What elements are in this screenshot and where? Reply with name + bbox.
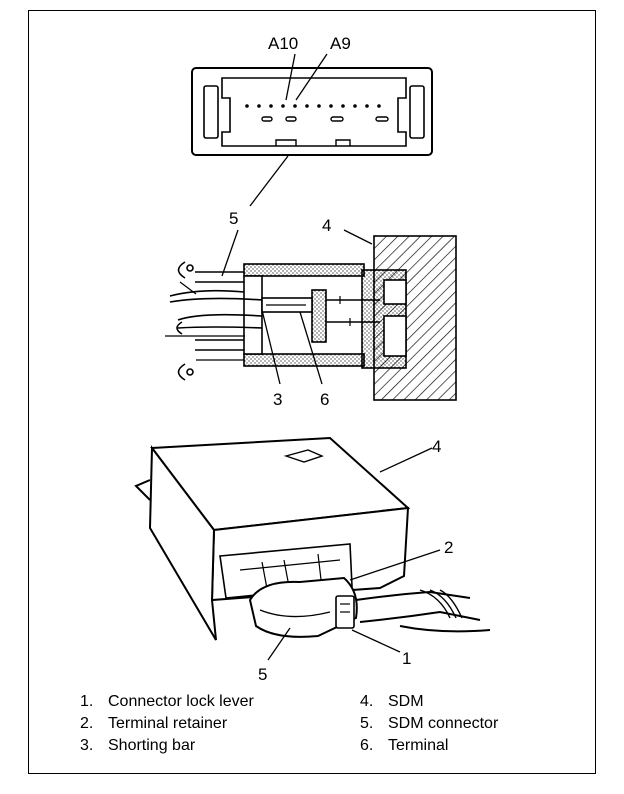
callout-shorting-bar: 3: [273, 390, 282, 409]
pin-label-a9: A9: [330, 34, 351, 53]
pin-row: [245, 104, 381, 108]
legend-item-4: 4.SDM: [360, 693, 424, 710]
callout-terminal: 6: [320, 390, 329, 409]
callout-lock-lever: 1: [402, 649, 411, 668]
legend-item-6: 6.Terminal: [360, 737, 449, 754]
cross-section-view: [165, 229, 457, 401]
callout-sdm-section: 4: [322, 216, 331, 235]
callout-terminal-retainer: 2: [444, 538, 453, 557]
pin-label-a10: A10: [268, 34, 298, 53]
callout-sdm-module: 4: [432, 437, 441, 456]
sdm-module-view: [134, 436, 491, 661]
figure-frame: [28, 10, 596, 774]
legend-item-2: 2.Terminal retainer: [80, 715, 228, 732]
legend: 1.Connector lock lever 2.Terminal retain…: [80, 692, 540, 766]
legend-item-5: 5.SDM connector: [360, 715, 499, 732]
leader-connector-top: [249, 155, 289, 207]
callout-connector-top: 5: [229, 209, 238, 228]
legend-item-3: 3.Shorting bar: [80, 737, 196, 754]
legend-item-1: 1.Connector lock lever: [80, 693, 254, 710]
callout-sdm-connector: 5: [258, 665, 267, 684]
connector-face-view: [191, 53, 433, 156]
